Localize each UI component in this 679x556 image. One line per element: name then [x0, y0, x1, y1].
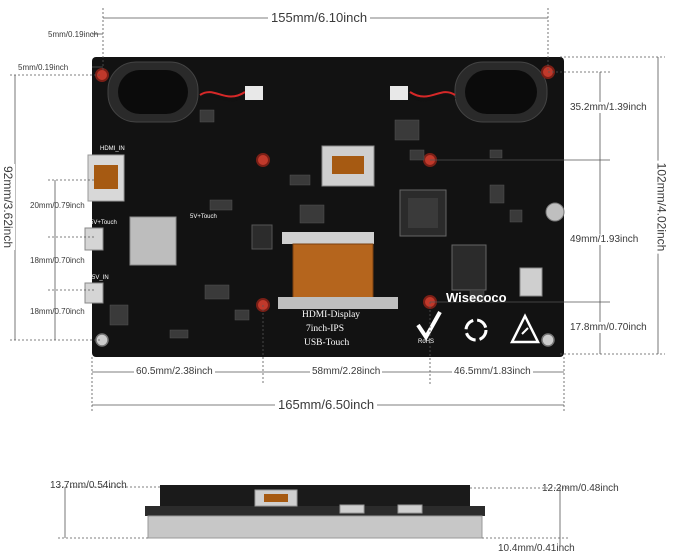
mount-hole-bottom-right: [541, 333, 555, 347]
speaker-connector-left: [245, 86, 263, 100]
side-profile: [145, 485, 485, 539]
port-5v-touch-label-2: 5V+Touch: [190, 214, 217, 220]
mount-hole-bottom-left: [95, 333, 109, 347]
dim-bottom-seg-3: 46.5mm/1.83inch: [452, 366, 533, 377]
dim-bottom-total: 165mm/6.50inch: [275, 397, 378, 412]
dim-corner-horizontal: 5mm/0.19inch: [48, 30, 99, 39]
dim-right-seg-2: 49mm/1.93inch: [568, 234, 641, 245]
speaker-connector-right: [390, 86, 408, 100]
port-5v-in-label: 5V_IN: [92, 275, 109, 281]
dim-corner-vertical: 5mm/0.19inch: [18, 63, 69, 72]
speaker-left: [107, 61, 199, 123]
rohs-label: RoHS: [418, 339, 435, 345]
dim-right-height: 102mm/4.02inch: [654, 160, 669, 254]
hdmi-in-label: HDMI_IN: [100, 146, 125, 152]
mount-hole: [256, 153, 270, 167]
dim-right-seg-3: 17.8mm/0.70inch: [568, 322, 649, 333]
rohs-icon: [416, 311, 442, 341]
coin-battery: [545, 202, 565, 222]
board-label-hdmi-display: HDMI-Display: [302, 310, 361, 320]
speaker-right: [454, 61, 548, 123]
port-5v-touch-label: 5V+Touch: [90, 220, 117, 226]
flex-cable: [292, 243, 374, 305]
brand-logo: Wisecoco: [446, 290, 507, 305]
memory-chip: [451, 244, 487, 291]
side-switch: [519, 267, 543, 297]
recycle-icon: [464, 318, 488, 342]
flex-connector: [282, 232, 374, 244]
dim-left-seg-3: 18mm/0.70inch: [30, 307, 85, 316]
dim-side-left: 13.7mm/0.54inch: [50, 480, 127, 491]
dim-side-right-top: 12.2mm/0.48inch: [542, 483, 619, 494]
dim-left-height: 92mm/3.62inch: [1, 163, 16, 251]
usb-port-touch: [84, 227, 104, 251]
board-label-usb-touch: USB-Touch: [304, 338, 350, 348]
dim-bottom-seg-2: 58mm/2.28inch: [310, 366, 383, 377]
dim-top-width: 155mm/6.10inch: [268, 10, 371, 25]
dim-bottom-seg-1: 60.5mm/2.38inch: [134, 366, 215, 377]
dim-left-seg-1: 20mm/0.79inch: [30, 201, 85, 210]
dim-side-right-bottom: 10.4mm/0.41inch: [498, 543, 575, 554]
dim-left-seg-2: 18mm/0.70inch: [30, 256, 85, 265]
usb-port-power: [84, 282, 104, 304]
dim-right-seg-1: 35.2mm/1.39inch: [568, 102, 649, 113]
mount-hole: [95, 68, 109, 82]
shield-can: [129, 216, 177, 266]
esd-warning-icon: [509, 313, 541, 344]
board-label-7inch-ips: 7inch-IPS: [306, 324, 344, 334]
